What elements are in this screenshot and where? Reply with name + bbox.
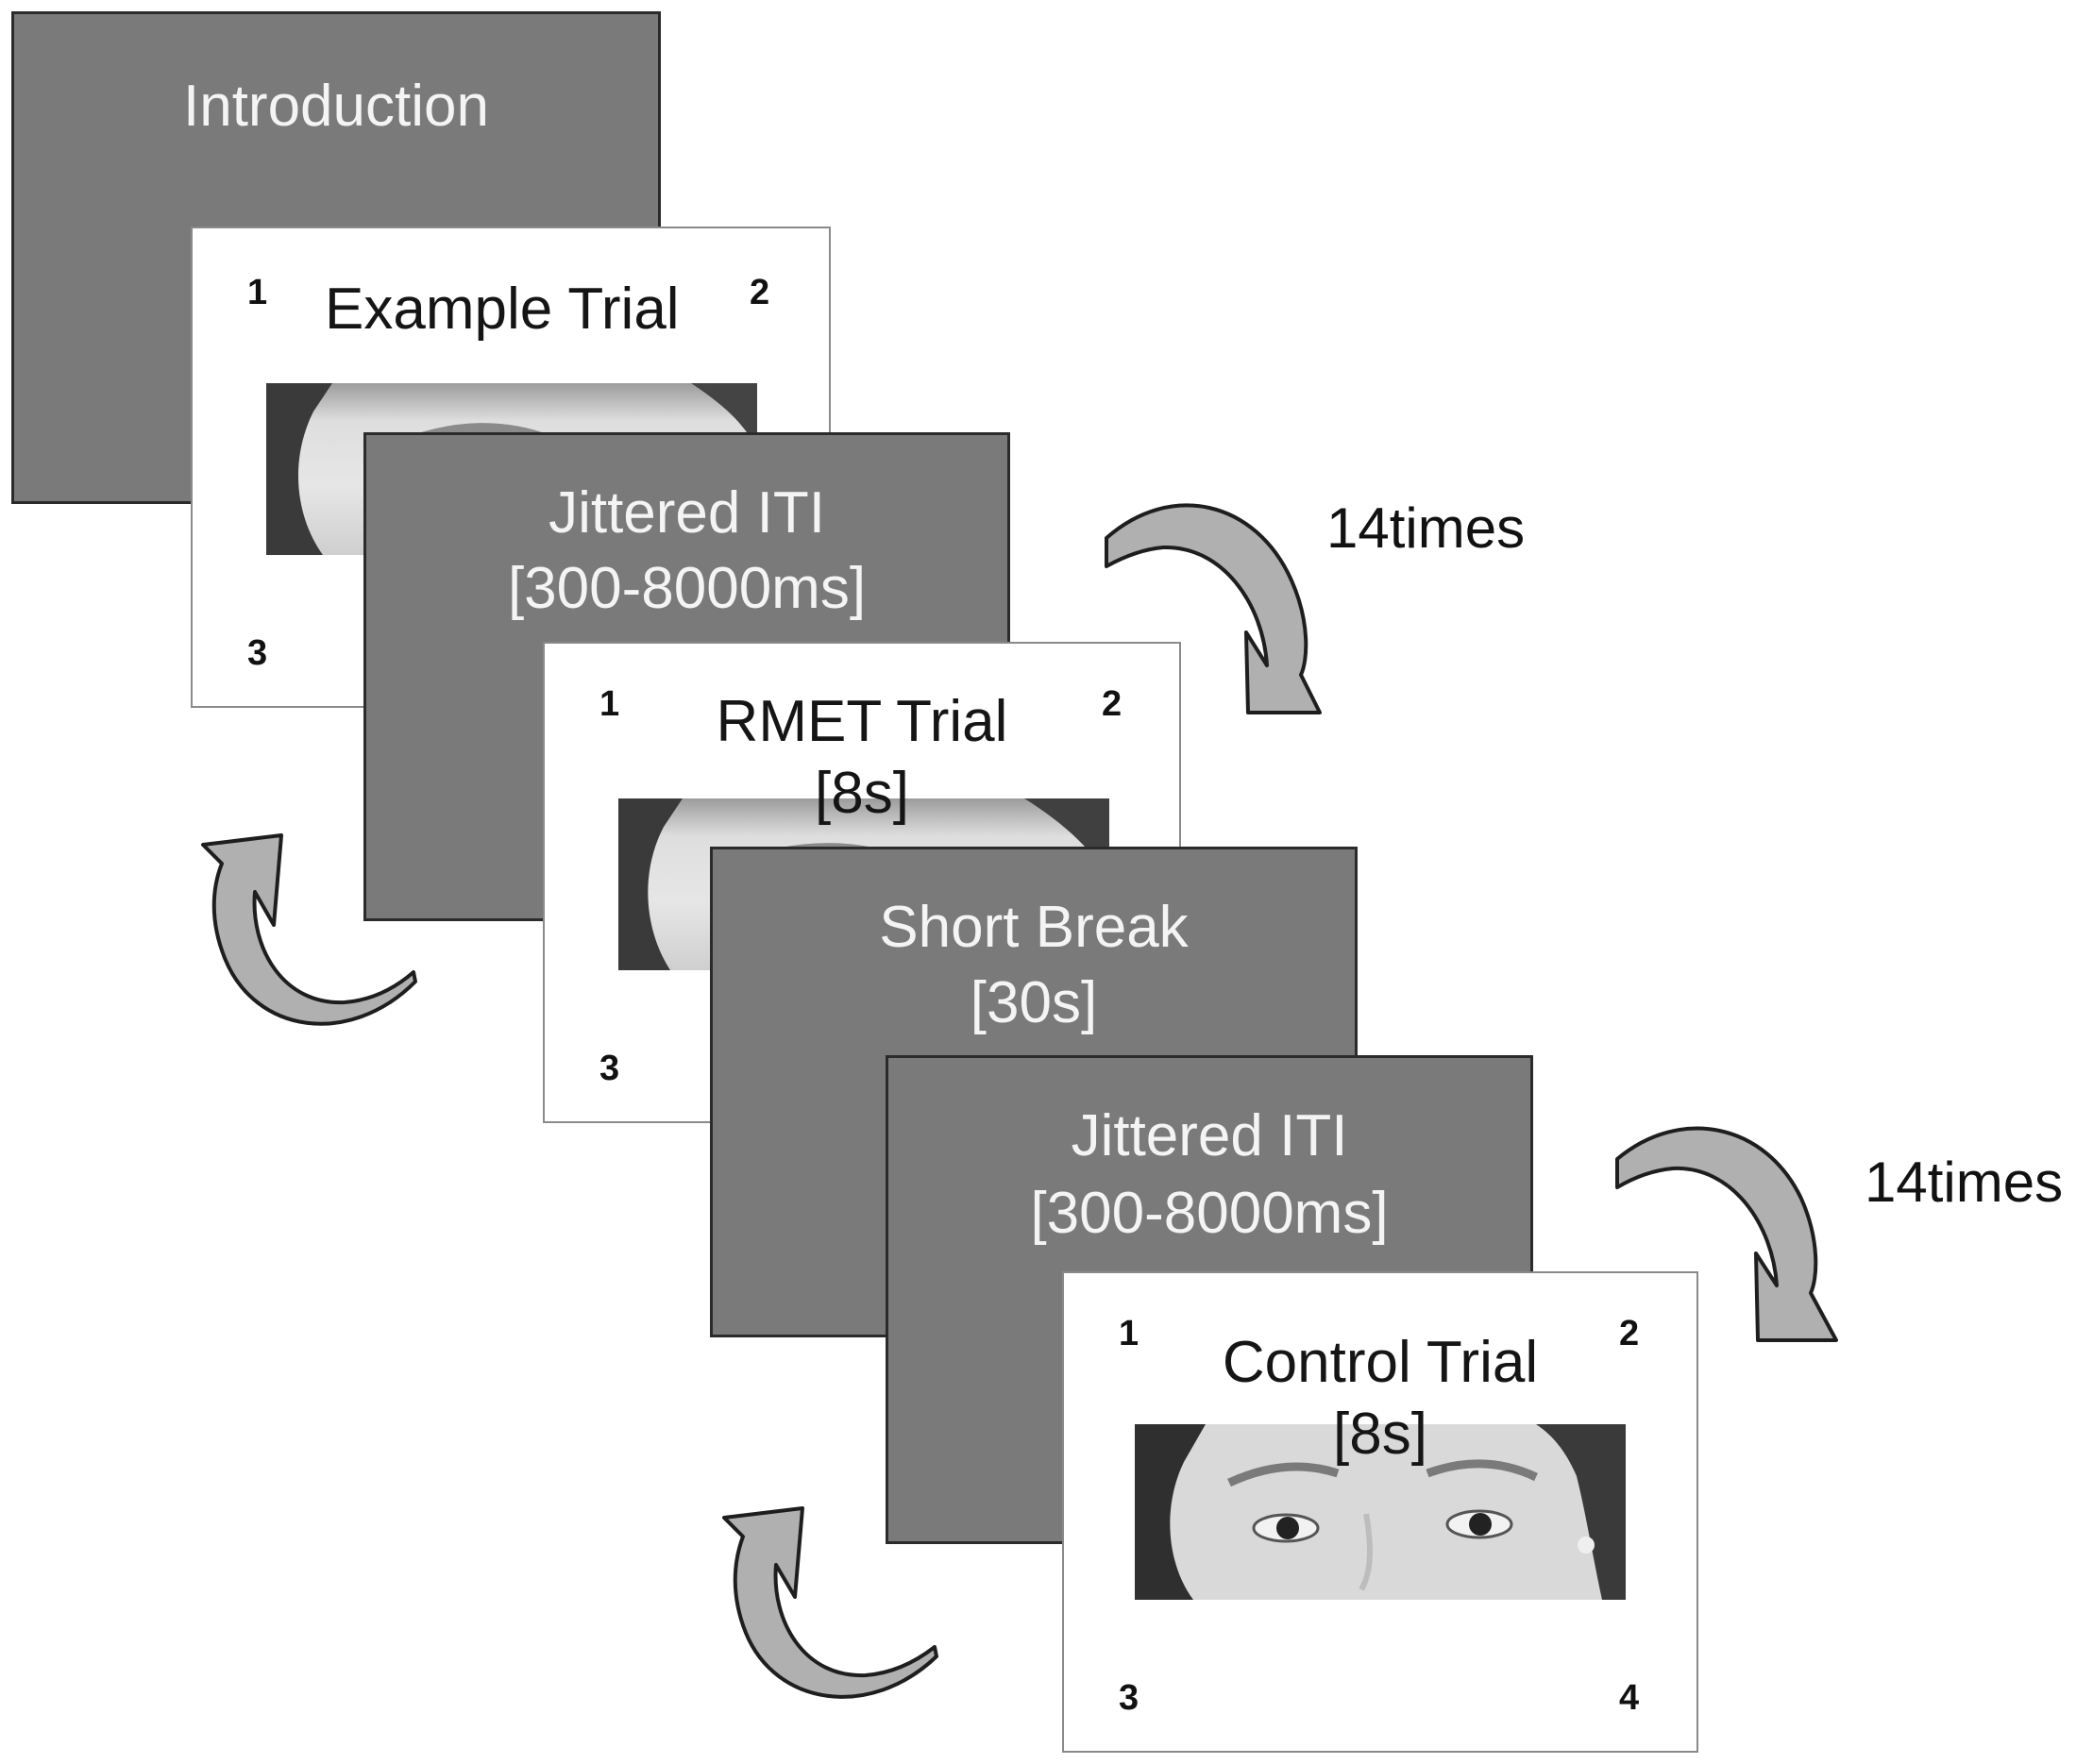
jittered-iti-title-2: Jittered ITI (1071, 1103, 1348, 1168)
response-number-4: 4 (1619, 1678, 1640, 1718)
loop-arrow-lower-right (1615, 1126, 1838, 1342)
jittered-iti-duration-1: [300-8000ms] (507, 556, 867, 621)
short-break-duration: [30s] (970, 970, 1098, 1035)
response-number-2: 2 (1619, 1314, 1640, 1353)
short-break-title: Short Break (879, 895, 1189, 960)
response-number-3: 3 (1119, 1678, 1139, 1718)
response-number-2: 2 (1102, 684, 1122, 724)
response-number-2: 2 (750, 273, 770, 312)
eyes-image (1135, 1424, 1626, 1600)
jittered-iti-title-1: Jittered ITI (549, 480, 825, 546)
rmet-trial-title: RMET Trial (716, 689, 1008, 754)
response-number-1: 1 (599, 684, 620, 724)
response-number-1: 1 (1119, 1314, 1139, 1353)
response-number-3: 3 (599, 1049, 620, 1088)
loop-arrow-lower-left (722, 1506, 938, 1699)
repeat-label-lower: 14times (1865, 1151, 2064, 1214)
loop-arrow-upper-left (201, 833, 417, 1026)
jittered-iti-duration-2: [300-8000ms] (1030, 1181, 1389, 1246)
control-trial-slide: 1 2 Control Trial [8s] 3 4 (1062, 1271, 1698, 1753)
introduction-title: Introduction (183, 74, 489, 139)
response-number-3: 3 (247, 633, 268, 673)
example-trial-title: Example Trial (325, 277, 680, 342)
response-number-1: 1 (247, 273, 268, 312)
loop-arrow-upper-right (1105, 503, 1322, 714)
repeat-label-upper: 14times (1326, 496, 1526, 560)
control-trial-duration: [8s] (1333, 1402, 1427, 1467)
rmet-trial-duration: [8s] (815, 761, 909, 826)
control-trial-title: Control Trial (1222, 1330, 1539, 1395)
